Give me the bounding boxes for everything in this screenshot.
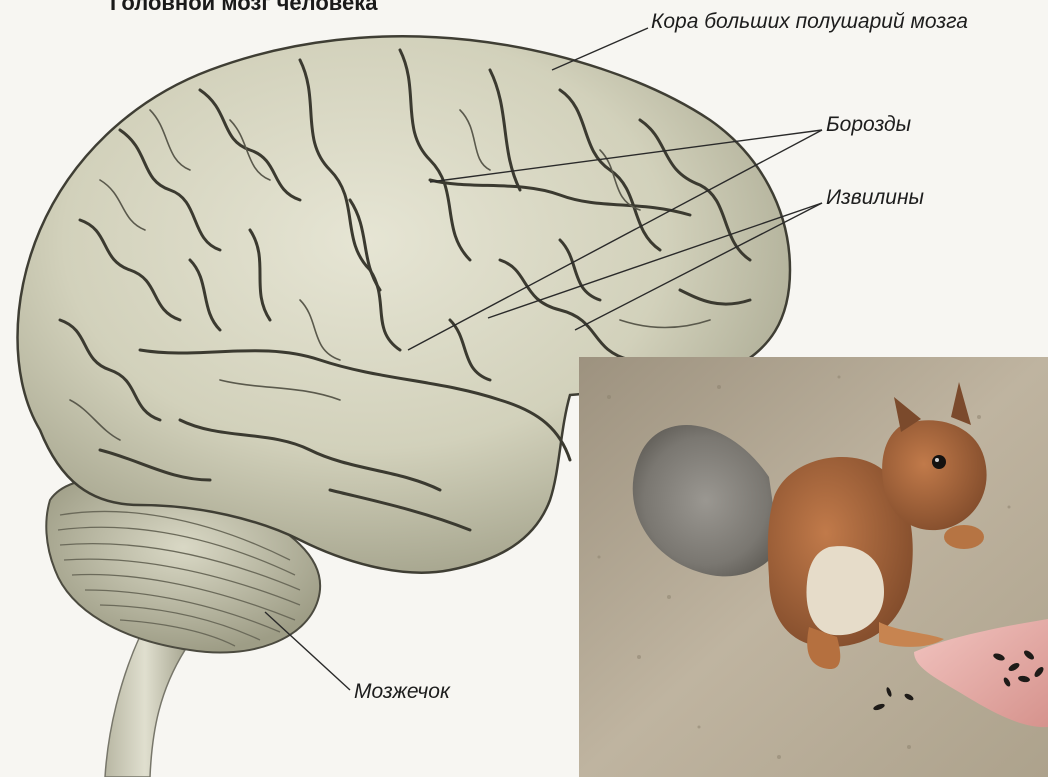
squirrel-image — [579, 357, 1048, 777]
squirrel-belly — [806, 546, 884, 635]
leader-cortex — [552, 28, 648, 70]
squirrel-photo — [579, 357, 1048, 777]
label-sulci: Борозды — [826, 113, 911, 137]
squirrel-head — [882, 420, 986, 530]
squirrel-paws — [944, 525, 984, 549]
leader-cerebellum — [265, 612, 350, 690]
label-gyri: Извилины — [826, 186, 924, 210]
label-cerebellum: Мозжечок — [354, 680, 450, 704]
squirrel-eye — [932, 455, 946, 469]
brain-stem — [105, 636, 185, 777]
label-cortex: Кора больших полушарий мозга — [651, 10, 968, 34]
